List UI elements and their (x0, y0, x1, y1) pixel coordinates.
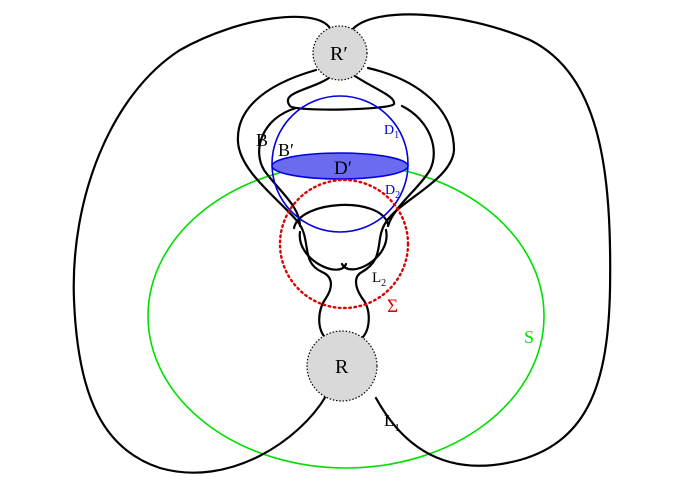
link-outer-loop (72, 15, 333, 474)
clasp-l2-upper (292, 203, 390, 230)
ball-r-prime (312, 25, 368, 81)
label-d1: D1 (384, 123, 399, 141)
sphere-sigma (278, 178, 410, 310)
label-l2: L2 (372, 270, 386, 289)
label-b-prime: B′ (278, 140, 294, 160)
label-d2: D2 (385, 183, 400, 201)
link-outer-loop-right (350, 13, 612, 467)
label-s: S (524, 327, 534, 347)
label-l1: L1 (384, 411, 400, 434)
label-sigma: Σ (387, 296, 398, 317)
strand-b-prime (286, 70, 396, 111)
strand-b-left (236, 68, 332, 340)
label-r-prime: R′ (330, 43, 348, 65)
label-d-prime: D′ (334, 158, 352, 179)
label-b: B (256, 130, 268, 150)
strand-b-prime-left (258, 106, 302, 228)
label-r: R (335, 356, 349, 378)
strand-b-right (354, 66, 456, 340)
clasp-l2-right (340, 228, 388, 271)
clasp-l2-left (298, 230, 348, 271)
ball-r (306, 330, 378, 402)
sphere-s (147, 163, 545, 469)
